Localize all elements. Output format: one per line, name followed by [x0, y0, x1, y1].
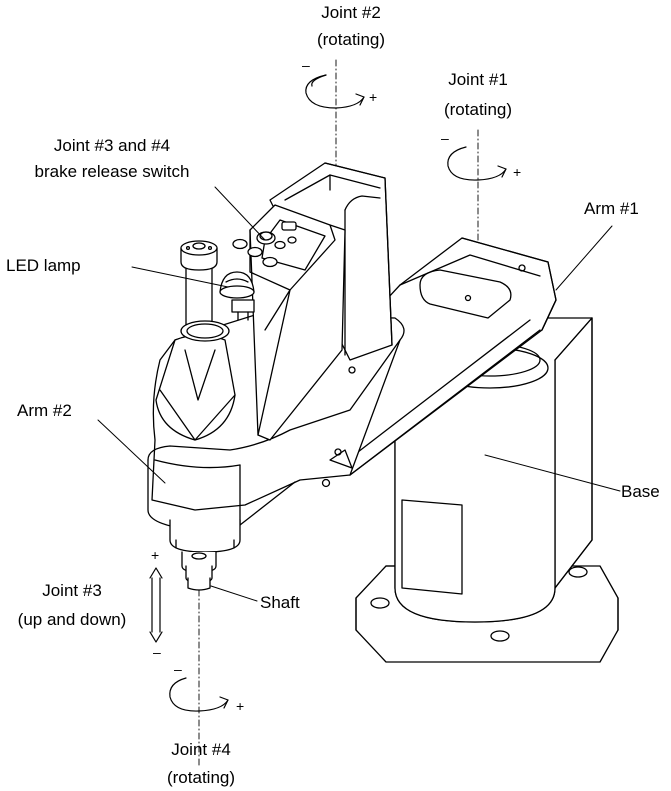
joint4-plus-sign: + [236, 698, 245, 714]
base-column [394, 317, 593, 623]
joint1-minus-sign: – [441, 130, 449, 146]
led-lamp-label: LED lamp [6, 256, 81, 275]
joint4-name-label: Joint #4 [171, 740, 231, 759]
joint2-motion-label: (rotating) [316, 30, 386, 49]
joint3-minus-sign: – [153, 644, 161, 660]
shaft-top [180, 240, 230, 342]
joint1-name-label: Joint #1 [448, 70, 508, 89]
leader-lines [97, 186, 621, 602]
joint2-rotation-arrow [305, 74, 365, 109]
brake-switch-label-line1: Joint #3 and #4 [53, 136, 171, 155]
joint3-motion-label: (up and down) [17, 610, 127, 629]
joint3-plus-sign: + [151, 547, 160, 563]
shaft-lower [169, 519, 241, 591]
joint4-motion-label: (rotating) [166, 768, 236, 787]
joint4-minus-sign: – [174, 661, 182, 677]
joint1-motion-label: (rotating) [443, 100, 513, 119]
joint2-plus-sign: + [369, 89, 378, 105]
base-label: Base [621, 482, 660, 501]
arm2-label: Arm #2 [17, 401, 72, 420]
joint2-minus-sign: – [302, 57, 310, 73]
joint2-name-label: Joint #2 [321, 3, 381, 22]
led-lamp [219, 271, 255, 299]
joint3-name-label: Joint #3 [42, 581, 102, 600]
shaft-label: Shaft [260, 593, 300, 612]
arm1-label: Arm #1 [584, 199, 639, 218]
joint4-rotation-arrow [169, 677, 229, 712]
joint3-updown-arrow [149, 567, 163, 643]
brake-switch-label-line2: brake release switch [34, 162, 190, 181]
joint1-plus-sign: + [513, 164, 522, 180]
brake-release-switch [232, 221, 297, 268]
joint1-rotation-arrow [447, 146, 507, 181]
